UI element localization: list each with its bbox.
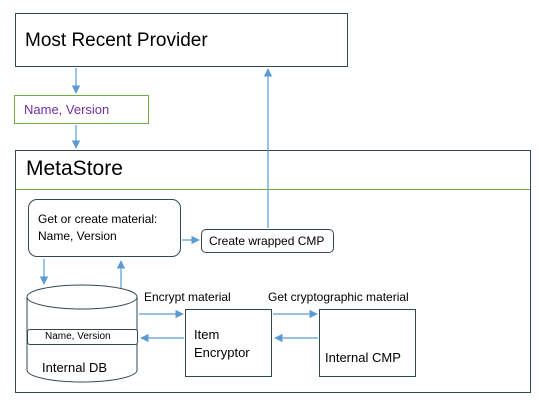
name-version-text: Name, Version xyxy=(24,102,110,117)
get-or-create-material-box: Get or create material: Name, Version xyxy=(28,199,181,257)
create-wrapped-cmp-label: Create wrapped CMP xyxy=(209,234,325,248)
item-encryptor-line2: Encryptor xyxy=(194,345,250,360)
internal-db-label: Internal DB xyxy=(42,360,108,375)
item-encryptor-box: Item Encryptor xyxy=(185,309,272,377)
get-or-create-line2: Name, Version xyxy=(38,229,117,243)
internal-cmp-box: Internal CMP xyxy=(319,309,416,377)
internal-db-row-label: Name, Version xyxy=(45,331,111,342)
encrypt-material-label: Encrypt material xyxy=(144,290,231,304)
create-wrapped-cmp-box: Create wrapped CMP xyxy=(201,229,334,253)
name-version-box: Name, Version xyxy=(14,95,149,124)
internal-db-row: Name, Version xyxy=(27,329,138,345)
get-cryptographic-material-label: Get cryptographic material xyxy=(268,290,409,304)
item-encryptor-line1: Item xyxy=(194,327,220,342)
most-recent-provider-box: Most Recent Provider xyxy=(15,13,348,67)
internal-cmp-label: Internal CMP xyxy=(325,350,401,365)
metastore-title: MetaStore xyxy=(26,157,123,180)
get-or-create-line1: Get or create material: xyxy=(38,212,158,226)
metastore-divider xyxy=(16,189,530,190)
most-recent-provider-title: Most Recent Provider xyxy=(25,30,208,51)
